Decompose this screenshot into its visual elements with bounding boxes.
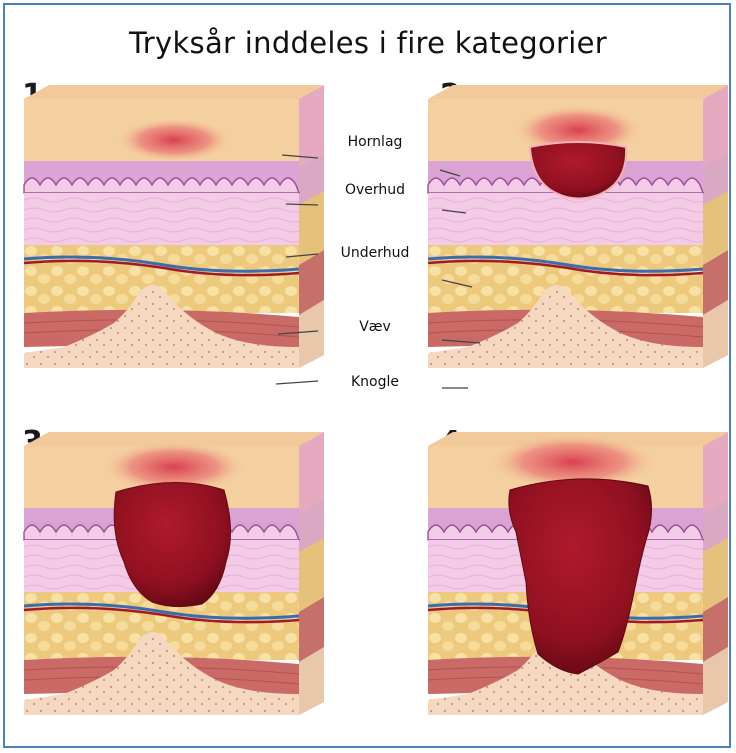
label-hornlag: Hornlag	[320, 134, 430, 150]
label-overhud: Overhud	[320, 182, 430, 198]
label-underhud: Underhud	[320, 245, 430, 261]
label-knogle: Knogle	[320, 374, 430, 390]
label-vaev: Væv	[320, 319, 430, 335]
